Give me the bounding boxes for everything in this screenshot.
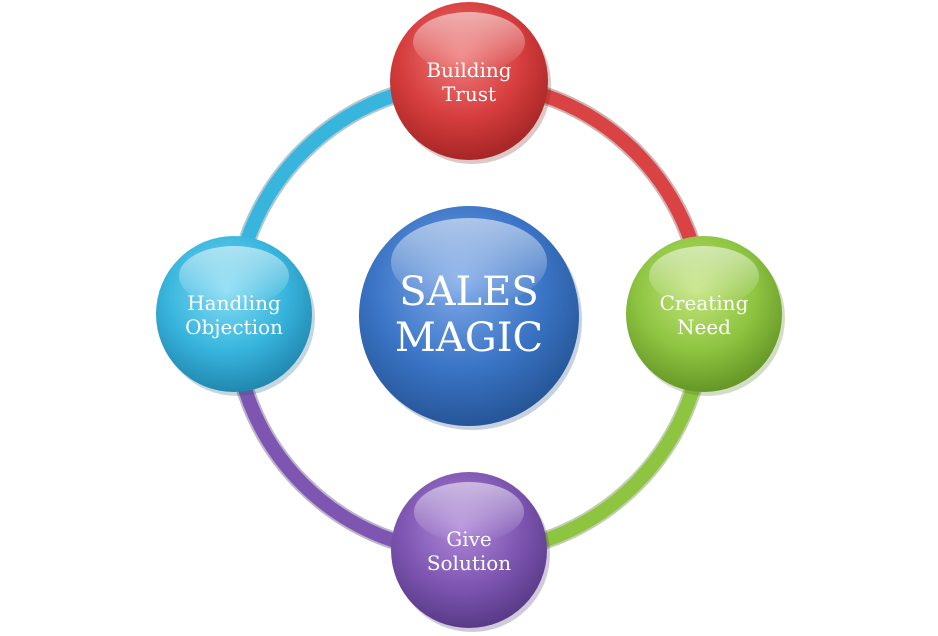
node-creating-need: Creating Need	[626, 236, 785, 396]
node-creating-need-line2: Need	[677, 315, 731, 339]
node-creating-need-line1: Creating	[660, 291, 749, 315]
node-building-trust-line1: Building	[426, 58, 511, 82]
center-node-sales-magic: SALES MAGIC	[359, 206, 582, 430]
node-give-solution: Give Solution	[391, 472, 550, 632]
node-handling-objection-line2: Objection	[185, 315, 283, 339]
node-give-solution-line2: Solution	[427, 551, 511, 575]
node-building-trust-line2: Trust	[442, 82, 496, 106]
center-title-line1: SALES	[399, 269, 538, 315]
node-handling-objection-line1: Handling	[187, 291, 281, 315]
node-handling-objection: Handling Objection	[156, 236, 315, 396]
center-title-line2: MAGIC	[395, 315, 543, 361]
node-give-solution-line1: Give	[446, 527, 492, 551]
node-building-trust: Building Trust	[390, 2, 551, 164]
